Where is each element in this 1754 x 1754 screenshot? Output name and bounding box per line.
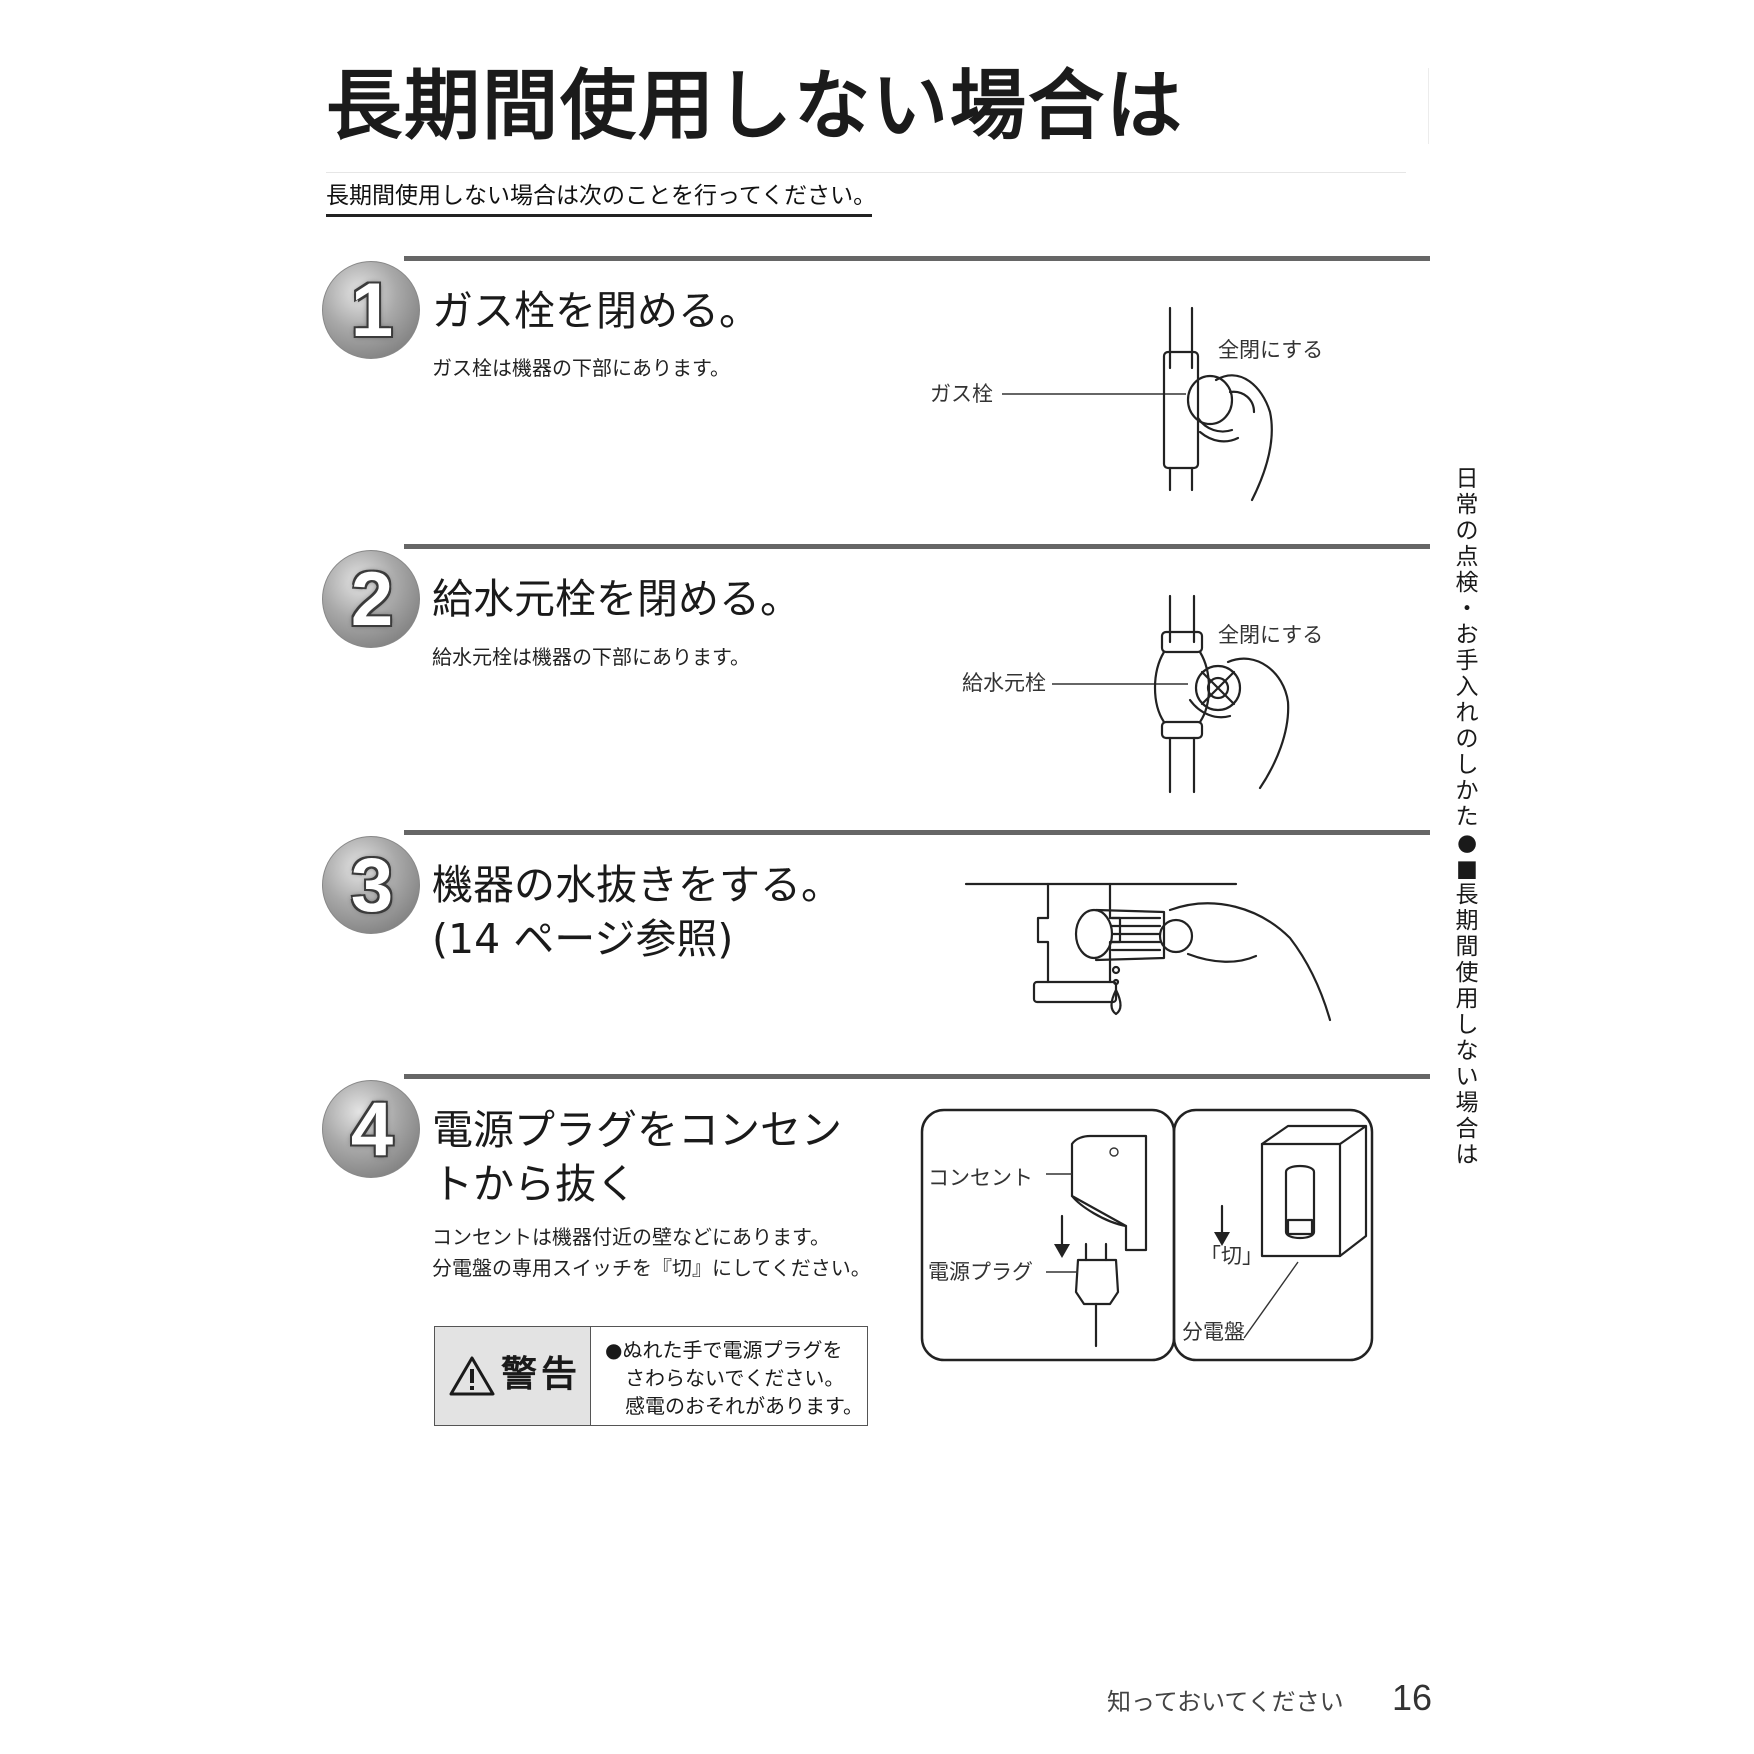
step-number: 3: [350, 843, 394, 928]
side-tab-char: 日: [1455, 466, 1479, 492]
side-tab-char: は: [1455, 1142, 1479, 1168]
side-tab-char: 点: [1455, 544, 1479, 570]
warning-text: ●ぬれた手で電源プラグを さわらないでください。 感電のおそれがあります。: [605, 1336, 863, 1420]
step-1-title: ガス栓を閉める。: [432, 287, 760, 335]
warning-line: さわらないでください。: [605, 1366, 845, 1390]
side-tab-char: ■: [1456, 856, 1478, 882]
step-4-title-line-1: 電源プラグをコンセン: [432, 1106, 842, 1154]
side-tab-char: の: [1455, 726, 1479, 752]
step-2-callout-action: 全閉にする: [1218, 623, 1324, 647]
warning-box: 警告 ●ぬれた手で電源プラグを さわらないでください。 感電のおそれがあります。: [434, 1326, 868, 1426]
step-2-number-badge: 2: [322, 550, 420, 648]
side-tab-char: 長: [1455, 882, 1479, 908]
outlet-and-breaker-illustration: [920, 1108, 1374, 1362]
step-1-callout-part: ガス栓: [930, 382, 993, 406]
title-divider: [326, 172, 1406, 173]
step-2-description: 給水元栓は機器の下部にあります。: [432, 645, 750, 669]
intro-underline: [326, 214, 872, 217]
side-tab-char: 場: [1455, 1090, 1479, 1116]
side-tab-char: れ: [1455, 700, 1479, 726]
side-tab-char: 使: [1455, 960, 1479, 986]
warning-header: 警告: [435, 1327, 591, 1425]
step-4-number-badge: 4: [322, 1080, 420, 1178]
step-number: 2: [350, 557, 394, 642]
section-side-tab: 日常の点検・お手入れのしかた●■長期間使用しない場合は: [1449, 466, 1485, 1168]
step-number: 1: [350, 268, 394, 353]
side-tab-char: お: [1455, 622, 1479, 648]
gas-valve-illustration: [1002, 306, 1273, 502]
power-plug-label: 電源プラグ: [928, 1260, 1033, 1284]
warning-label: 警告: [501, 1354, 582, 1395]
step-3-number-badge: 3: [322, 836, 420, 934]
side-tab-char: い: [1455, 1064, 1479, 1090]
step-4-divider: [404, 1074, 1430, 1079]
step-4-description-line-2: 分電盤の専用スイッチを『切』にしてください。: [432, 1256, 871, 1280]
step-1-number-badge: 1: [322, 261, 420, 359]
step-1-description: ガス栓は機器の下部にあります。: [432, 356, 730, 380]
water-supply-valve-illustration: [1052, 594, 1290, 794]
step-2-callout-part: 給水元栓: [962, 671, 1046, 695]
side-tab-char: し: [1455, 1012, 1479, 1038]
page-number: 16: [1392, 1677, 1433, 1718]
step-3-divider: [404, 830, 1430, 835]
side-tab-char: 合: [1455, 1116, 1479, 1142]
step-3-title-line-1: 機器の水抜きをする。: [432, 861, 842, 909]
switch-off-label: 「切」: [1200, 1244, 1263, 1268]
step-number: 4: [350, 1087, 394, 1172]
side-tab-char: 間: [1455, 934, 1479, 960]
step-1-callout-action: 全閉にする: [1218, 338, 1324, 362]
footer-label: 知っておいてください: [1107, 1688, 1344, 1716]
side-tab-char: か: [1455, 778, 1479, 804]
warning-triangle-icon: [449, 1356, 495, 1396]
warning-line: 感電のおそれがあります。: [605, 1394, 863, 1418]
side-tab-char: ●: [1456, 830, 1478, 856]
drain-plug-illustration: [964, 882, 1332, 1022]
side-tab-char: ・: [1455, 596, 1479, 622]
side-tab-char: し: [1455, 752, 1479, 778]
side-tab-char: た: [1455, 804, 1479, 830]
side-tab-char: 常: [1455, 492, 1479, 518]
side-tab-char: 手: [1455, 648, 1479, 674]
title-vertical-divider: [1428, 68, 1429, 144]
step-4-description-line-1: コンセントは機器付近の壁などにあります。: [432, 1225, 830, 1249]
outlet-label: コンセント: [928, 1166, 1033, 1190]
side-tab-char: 用: [1455, 986, 1479, 1012]
intro-text: 長期間使用しない場合は次のことを行ってください。: [326, 183, 877, 209]
breaker-panel-label: 分電盤: [1182, 1320, 1245, 1344]
side-tab-char: の: [1455, 518, 1479, 544]
page-title: 長期間使用しない場合は: [326, 61, 1184, 150]
side-tab-char: 期: [1455, 908, 1479, 934]
step-2-divider: [404, 544, 1430, 549]
step-3-title-line-2: (14 ページ参照): [432, 915, 734, 963]
side-tab-char: な: [1455, 1038, 1479, 1064]
side-tab-char: 検: [1455, 570, 1479, 596]
step-2-title: 給水元栓を閉める。: [432, 575, 801, 623]
step-1-divider: [404, 256, 1430, 261]
warning-line: ●ぬれた手で電源プラグを: [605, 1338, 843, 1362]
side-tab-char: 入: [1455, 674, 1479, 700]
step-4-title-line-2: トから抜く: [432, 1160, 637, 1208]
